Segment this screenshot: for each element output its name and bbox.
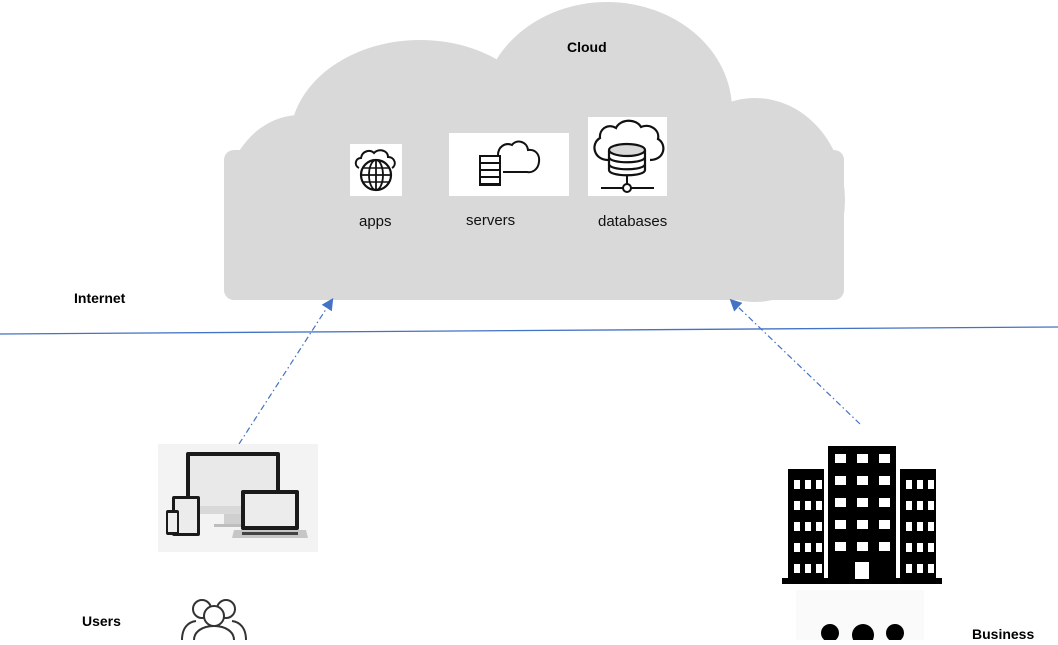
- window: [835, 542, 846, 551]
- internet-label: Internet: [74, 290, 126, 306]
- window: [805, 543, 811, 552]
- window: [805, 564, 811, 573]
- devices-icon: [166, 452, 308, 538]
- window: [928, 564, 934, 573]
- databases-label: databases: [598, 213, 668, 230]
- window: [816, 480, 822, 489]
- office-buildings-icon: [782, 446, 942, 584]
- window: [816, 543, 822, 552]
- users-label: Users: [82, 613, 121, 629]
- window: [857, 542, 868, 551]
- servers-item[interactable]: [449, 133, 569, 196]
- cloud-title: Cloud: [567, 39, 607, 55]
- window: [794, 543, 800, 552]
- window: [879, 542, 890, 551]
- window: [835, 476, 846, 485]
- window: [794, 564, 800, 573]
- window: [794, 522, 800, 531]
- window: [805, 501, 811, 510]
- window: [879, 454, 890, 463]
- window: [805, 480, 811, 489]
- window: [794, 501, 800, 510]
- server-cloud-icon: [479, 140, 541, 186]
- window: [906, 564, 912, 573]
- window: [906, 501, 912, 510]
- window: [917, 522, 923, 531]
- ellipsis-icon: [821, 624, 904, 645]
- window: [879, 476, 890, 485]
- window: [928, 480, 934, 489]
- connector-users-cloud: [238, 297, 334, 445]
- window: [906, 522, 912, 531]
- window: [857, 454, 868, 463]
- window: [816, 501, 822, 510]
- window: [906, 543, 912, 552]
- business-label: Business: [972, 626, 1035, 642]
- window: [857, 476, 868, 485]
- business-more[interactable]: [796, 590, 924, 645]
- window: [917, 564, 923, 573]
- users-group[interactable]: [180, 594, 250, 641]
- window: [917, 543, 923, 552]
- window: [917, 480, 923, 489]
- window: [857, 520, 868, 529]
- door: [855, 562, 869, 579]
- window: [835, 454, 846, 463]
- apps-item[interactable]: [350, 144, 402, 196]
- window: [917, 501, 923, 510]
- window: [835, 520, 846, 529]
- ground-base: [782, 578, 942, 584]
- apps-label: apps: [359, 213, 392, 230]
- window: [928, 522, 934, 531]
- center-tower: [828, 446, 896, 581]
- window: [879, 498, 890, 507]
- window: [928, 543, 934, 552]
- business-building[interactable]: [780, 444, 944, 586]
- internet-boundary-line: [0, 326, 1058, 335]
- globe-cloud-icon: [354, 149, 396, 192]
- connector-business-cloud: [729, 298, 861, 425]
- database-cloud-icon: [593, 119, 665, 193]
- user-devices[interactable]: [158, 444, 318, 552]
- window: [906, 480, 912, 489]
- window: [928, 501, 934, 510]
- users-group-icon: [181, 599, 247, 641]
- window: [816, 564, 822, 573]
- window: [794, 480, 800, 489]
- databases-item[interactable]: [588, 117, 667, 196]
- window: [857, 498, 868, 507]
- window: [805, 522, 811, 531]
- window: [879, 520, 890, 529]
- window: [816, 522, 822, 531]
- window: [835, 498, 846, 507]
- servers-label: servers: [466, 212, 516, 229]
